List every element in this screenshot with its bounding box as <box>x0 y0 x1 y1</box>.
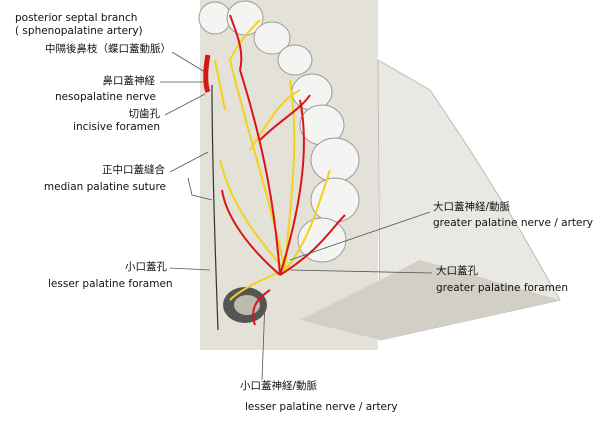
pterygoid-shadow <box>300 260 560 340</box>
median-suture-label-jp: 正中口蓋縫合 <box>102 164 165 176</box>
label-line: posterior septal branch <box>15 12 138 24</box>
incisive-label-jp: 切歯孔 <box>128 108 161 120</box>
nasopalatine-label-en: nesopalatine nerve <box>54 91 156 103</box>
posterior-septal-label-jp: 中隔後鼻枝（蝶口蓋動脈） <box>45 43 171 55</box>
median-suture-line <box>211 84 219 331</box>
leader-lines <box>160 51 433 381</box>
greater-nerve-label-en: greater palatine nerve / artery <box>433 217 593 229</box>
lesser-nerve-label-jp: 小口蓋神経/動脈 <box>240 380 318 392</box>
nasopalatine-label-jp: 鼻口蓋神経 <box>102 75 156 87</box>
arteries <box>203 14 346 326</box>
greater-foramen-label-en: greater palatine foramen <box>436 282 569 294</box>
greater-nerve-label-jp: 大口蓋神経/動脈 <box>433 201 511 213</box>
lesser-foramen-label-jp: 小口蓋孔 <box>125 261 167 273</box>
median-suture-label-en: median palatine suture <box>43 181 166 193</box>
lesser-nerve-label-en: lesser palatine nerve / artery <box>245 401 398 413</box>
greater-foramen-label-jp: 大口蓋孔 <box>436 265 478 277</box>
nerves <box>214 19 331 301</box>
label-line: ( sphenopalatine artery) <box>15 25 143 37</box>
incisive-label-en: incisive foramen <box>73 121 160 133</box>
posterior-septal-label-en: posterior septal branch ( sphenopalatine… <box>15 12 143 38</box>
lesser-foramen-label-en: lesser palatine foramen <box>48 278 173 290</box>
